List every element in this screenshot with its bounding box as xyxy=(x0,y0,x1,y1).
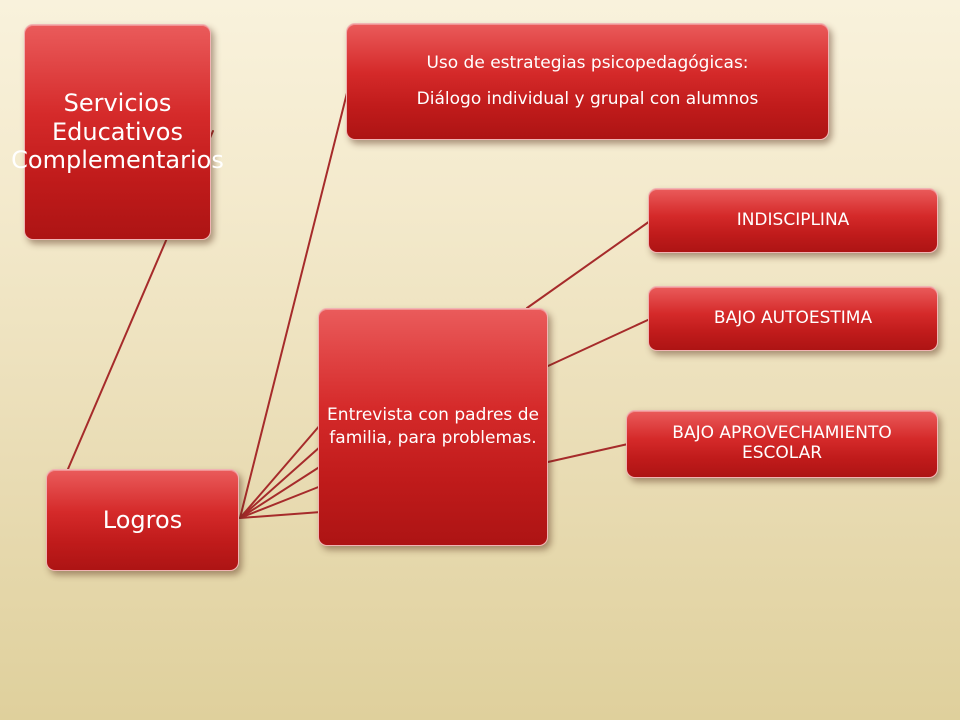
servicios-educativos-node: Servicios Educativos Complementarios xyxy=(11,24,224,240)
connector-logros-entrevista-1 xyxy=(239,423,322,519)
connector-logros-entrevista-3 xyxy=(239,465,322,519)
logros-node: Logros xyxy=(46,469,239,571)
indisciplina-label: INDISCIPLINA xyxy=(736,209,850,230)
logros-label: Logros xyxy=(102,506,183,534)
connector-logros-entrevista-2 xyxy=(239,445,322,519)
bajo-autoestima-label: BAJO AUTOESTIMA xyxy=(713,307,873,328)
bajo-autoestima-node: BAJO AUTOESTIMA xyxy=(648,286,938,351)
estrategias-node: Uso de estrategias psicopedagógicas: Diá… xyxy=(346,23,829,140)
connector-logros-entrevista-4 xyxy=(239,485,322,519)
connector-entrevista-aprovechamiento xyxy=(547,443,629,463)
estrategias-title: Uso de estrategias psicopedagógicas: xyxy=(426,53,749,74)
estrategias-detail: Diálogo individual y grupal con alumnos xyxy=(416,88,759,109)
bajo-aprovechamiento-node: BAJO APROVECHAMIENTO ESCOLAR xyxy=(626,410,938,478)
connector-entrevista-indisciplina xyxy=(526,220,651,309)
connector-logros-estrategias xyxy=(239,84,350,519)
indisciplina-node: INDISCIPLINA xyxy=(648,188,938,253)
servicios-educativos-label: Servicios Educativos Complementarios xyxy=(11,88,224,175)
entrevista-node: Entrevista con padres de familia, para p… xyxy=(318,308,548,546)
connector-entrevista-autoestima xyxy=(547,318,651,367)
connector-logros-entrevista-5 xyxy=(239,511,322,519)
bajo-aprovechamiento-label: BAJO APROVECHAMIENTO ESCOLAR xyxy=(672,423,892,463)
entrevista-label: Entrevista con padres de familia, para p… xyxy=(327,405,539,448)
